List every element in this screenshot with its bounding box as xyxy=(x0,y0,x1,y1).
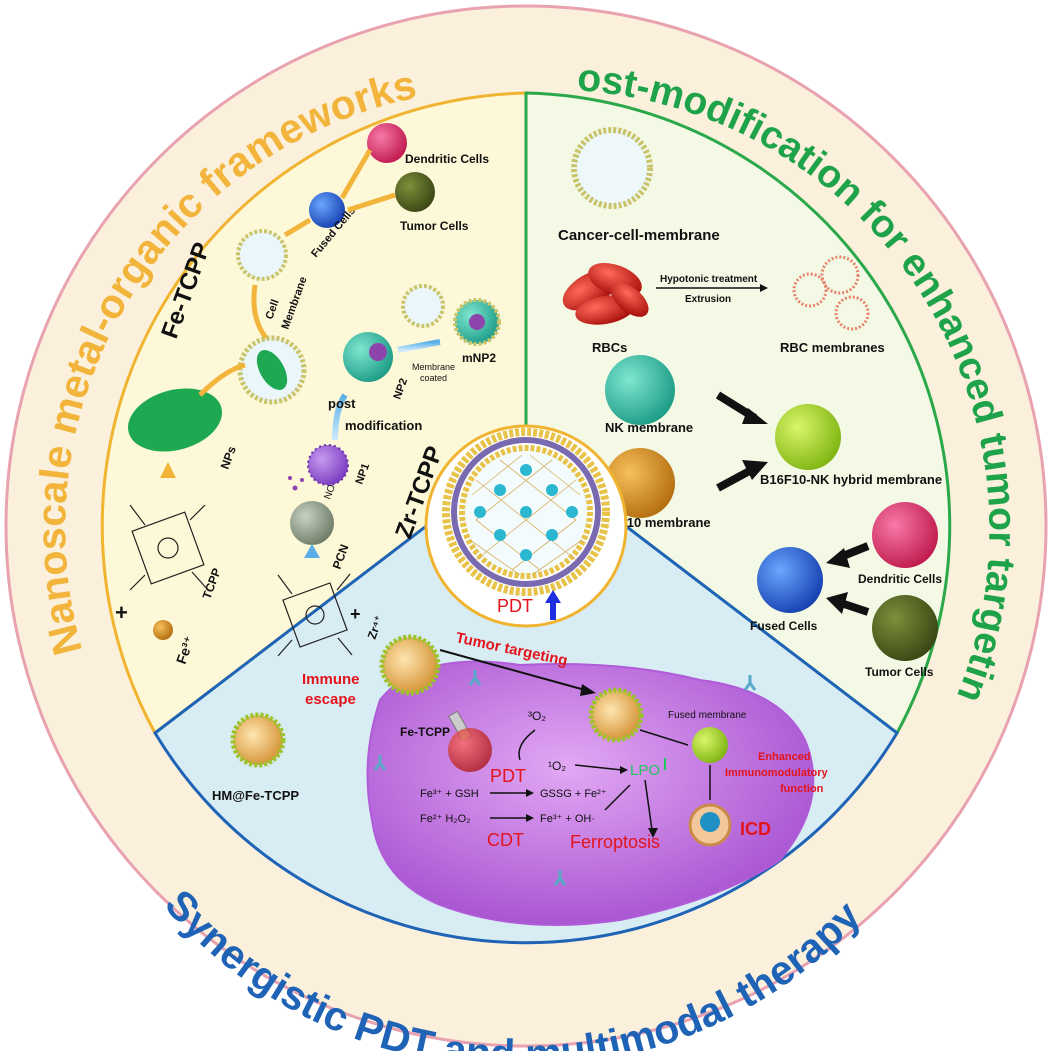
rbcs-label: RBCs xyxy=(592,340,627,355)
tumor-cell-right xyxy=(872,595,938,661)
dendritic-cell-right xyxy=(872,502,938,568)
hypotonic-label: Hypotonic treatment xyxy=(660,274,758,285)
rbc-membranes-label: RBC membranes xyxy=(780,340,885,355)
pcn-particle xyxy=(290,501,334,545)
nk-membrane-particle xyxy=(605,355,675,425)
o2-singlet-label: ¹O₂ xyxy=(548,759,566,773)
fused-membrane-label: Fused membrane xyxy=(668,710,747,721)
np2-particle xyxy=(343,332,393,382)
enhanced-label-2: Immunomodulatory xyxy=(725,767,829,779)
fe-tcpp-sphere xyxy=(448,728,492,772)
reaction2-left: Fe²⁺ H₂O₂ xyxy=(420,813,470,825)
dendritic-cells-label: Dendritic Cells xyxy=(405,152,489,166)
enhanced-label-3: function xyxy=(780,783,824,795)
rbcs-cluster xyxy=(562,262,649,325)
np1-particle xyxy=(307,444,349,486)
fe-tcpp-inside-label: Fe-TCPP xyxy=(400,725,450,739)
extrusion-label: Extrusion xyxy=(685,294,731,305)
fused-cell-left xyxy=(309,192,345,228)
left-panel xyxy=(100,91,528,736)
fused-cells-right-label: Fused Cells xyxy=(750,619,818,633)
arrow-np2-to-mnp2 xyxy=(397,339,441,353)
plus-sign-zr: + xyxy=(350,604,361,624)
fused-cell-right xyxy=(757,547,823,613)
hm-fe-tcpp-particle-inside xyxy=(588,687,644,743)
arrow-membrane-down xyxy=(251,284,270,342)
tumor-cells-label: Tumor Cells xyxy=(400,219,469,233)
arrow-lpo-to-ferroptosis xyxy=(644,779,653,831)
fused-membrane-particle xyxy=(692,727,728,763)
reaction1-left: Fe³⁺ + GSH xyxy=(420,788,479,800)
hm-fe-tcpp-particle-top xyxy=(379,634,441,696)
arrow-np1-to-np2 xyxy=(332,393,348,441)
cancer-cell-membrane-vesicle xyxy=(571,127,653,209)
lpo-label: LPO xyxy=(630,762,660,779)
coating-vesicle xyxy=(401,284,445,328)
center-pdt-label: PDT xyxy=(497,596,533,616)
arrow-o2-curve xyxy=(518,729,536,761)
post-label: post xyxy=(328,396,356,411)
nk-membrane-label: NK membrane xyxy=(605,420,693,435)
reaction2-right: Fe³⁺ + OH· xyxy=(540,813,595,825)
cell-membrane-vesicle xyxy=(236,229,288,281)
icd-label: ICD xyxy=(740,819,771,839)
immune-escape-label-1: Immune xyxy=(302,671,360,688)
antibody-icons xyxy=(373,670,757,886)
o2-triplet-label: ³O₂ xyxy=(528,709,546,723)
membrane-coated-label-1: Membrane xyxy=(412,362,455,372)
membrane-coated-label-2: coated xyxy=(420,373,447,383)
rbc-membrane-vesicles xyxy=(792,255,870,331)
pdt-label-bottom: PDT xyxy=(490,766,526,786)
hybrid-membrane-label: B16F10-NK hybrid membrane xyxy=(760,472,942,487)
center-nanoparticle: PDT xyxy=(424,424,628,628)
reaction1-right: GSSG + Fe²⁺ xyxy=(540,788,607,800)
modification-label: modification xyxy=(345,418,422,433)
zr-tcpp-molecule xyxy=(277,573,353,657)
fe-ion xyxy=(153,620,173,640)
fe-tcpp-np xyxy=(127,388,223,452)
dendritic-cell-left xyxy=(367,123,407,163)
arrow-tumor-to-fused xyxy=(347,192,396,213)
hm-fe-tcpp-label: HM@Fe-TCPP xyxy=(212,788,299,803)
ferroptosis-label: Ferroptosis xyxy=(570,832,660,852)
tumor-cell-left xyxy=(395,172,435,212)
tcpp-molecule xyxy=(129,504,209,591)
immune-escape-label-2: escape xyxy=(305,691,356,708)
tumor-cells-right-label: Tumor Cells xyxy=(865,665,934,679)
cdt-label: CDT xyxy=(487,830,524,850)
enhanced-label-1: Enhanced xyxy=(758,751,811,763)
bottom-panel-content: HM@Fe-TCPP Immune escape Tumor targeting… xyxy=(212,629,829,926)
dendritic-cells-right-label: Dendritic Cells xyxy=(858,572,942,586)
hm-fe-tcpp-particle-left xyxy=(230,712,286,768)
arrow-o2-to-lpo xyxy=(574,764,623,771)
cancer-cell-membrane-label: Cancer-cell-membrane xyxy=(558,227,720,244)
arrow-dc-to-fused xyxy=(339,148,373,200)
plus-sign-fe: + xyxy=(115,600,128,625)
arrow-tumor-targeting xyxy=(439,649,586,691)
arrow-to-fused-membrane xyxy=(639,729,689,746)
arrow-np-to-coated xyxy=(198,362,246,397)
mnp2-label: mNP2 xyxy=(462,351,496,365)
arrow-cdt-to-lpo xyxy=(604,784,631,811)
arrow-fused-to-membrane xyxy=(283,217,312,238)
tumor-cell-body xyxy=(366,660,815,926)
hybrid-membrane-particle xyxy=(775,404,841,470)
